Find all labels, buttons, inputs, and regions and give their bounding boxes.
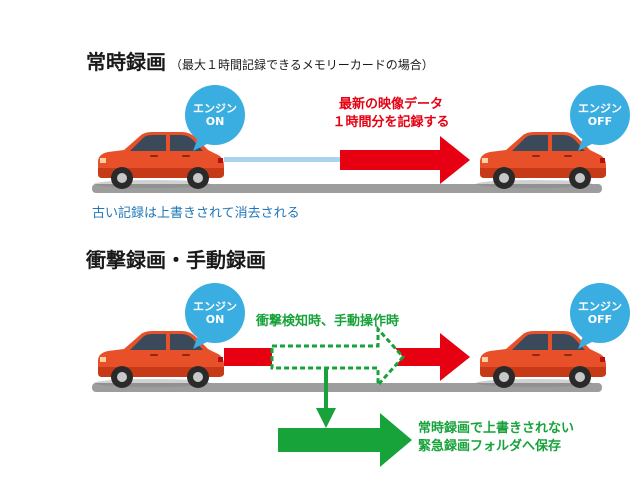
branch-arrowhead [316,408,336,428]
pre-event-bar [224,348,272,366]
road-1 [92,184,602,193]
post-event-arrow [390,333,470,381]
section-title-continuous: 常時録画 （最大１時間記録できるメモリーカードの場合） [86,46,434,75]
bubble-right-1-label: エンジン OFF [578,102,622,128]
event-window-arrow [270,325,406,389]
road-2 [92,383,602,392]
trigger-label: 衝撃検知時、手動操作時 [256,314,400,329]
latest-data-label: 最新の映像データ １時間分を記録する [332,97,450,130]
bubble-left-2-label: エンジン ON [193,300,237,326]
latest-data-arrow [340,136,470,184]
title-text: 常時録画 [86,50,166,74]
overwrite-note: 古い記録は上書きされて消去される [92,206,300,221]
bubble-left-1-label: エンジン ON [193,102,237,128]
branch-line [324,368,328,410]
emergency-save-arrow [278,413,412,467]
title-subtitle: （最大１時間記録できるメモリーカードの場合） [170,58,434,72]
old-data-bar [224,157,342,162]
bubble-right-2-label: エンジン OFF [578,300,622,326]
emergency-save-label: 常時録画で上書きされない 緊急録画フォルダへ保存 [418,421,575,454]
section-title-event: 衝撃録画・手動録画 [86,248,266,272]
